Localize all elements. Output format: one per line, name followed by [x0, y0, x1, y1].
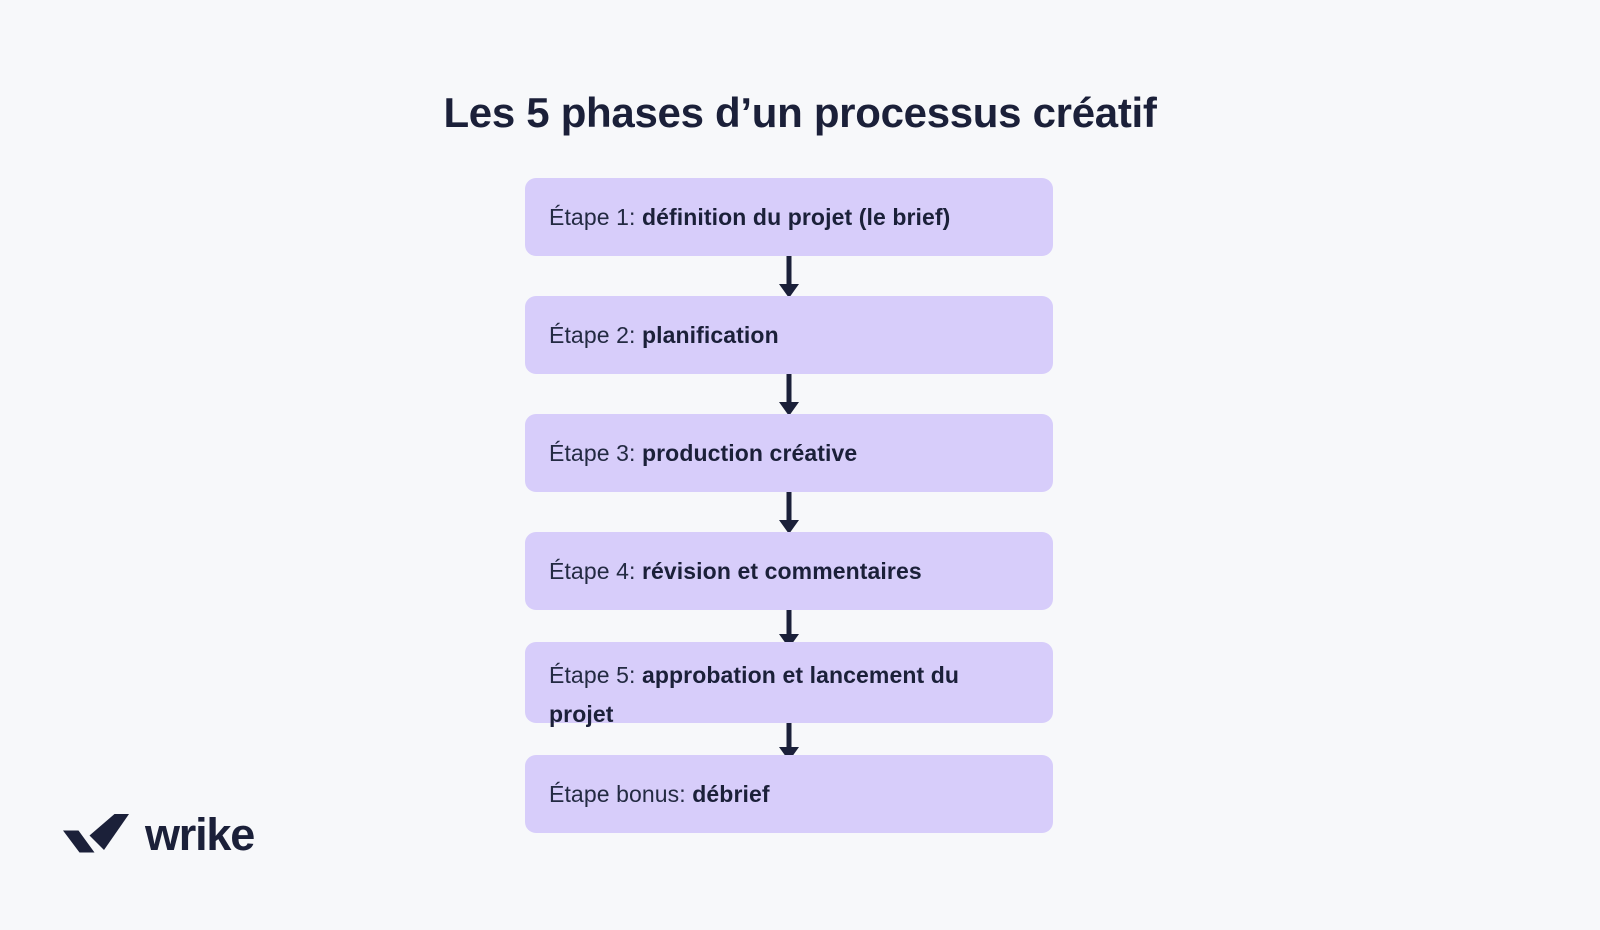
flow-step-bonus-label: Étape bonus: — [549, 780, 693, 807]
flow-step-bonus-value: débrief — [692, 780, 770, 807]
wrike-checkmark-logo-icon — [63, 814, 129, 853]
arrow-down-icon — [779, 402, 799, 416]
flow-step-5-text: Étape 5: approbation et lancement du pro… — [549, 656, 1029, 734]
arrow-stem — [786, 254, 792, 288]
flow-step-1-value: définition du projet (le brief) — [641, 203, 951, 230]
page-title: Les 5 phases d’un processus créatif — [443, 89, 1157, 137]
flow-step-3-text: Étape 3: production créative — [549, 434, 857, 473]
flow-step-2-text: Étape 2: planification — [549, 316, 779, 355]
flow-step-5-label: Étape 5: — [549, 662, 642, 688]
wrike-wordmark: wrike — [145, 808, 255, 860]
arrow-stem — [786, 608, 792, 638]
flow-step-2-value: planification — [641, 321, 779, 348]
flow-arrow-2 — [525, 372, 1053, 416]
flow-step-2: Étape 2: planification — [525, 296, 1053, 374]
wrike-logo: wrike — [63, 808, 255, 860]
process-flow: Étape 1: définition du projet (le brief)… — [525, 178, 1053, 833]
flow-step-2-label: Étape 2: — [549, 321, 642, 348]
flow-step-1: Étape 1: définition du projet (le brief) — [525, 178, 1053, 256]
flow-step-3-value: production créative — [641, 439, 858, 466]
arrow-down-icon — [779, 520, 799, 534]
flow-step-5-value: approbation et lancement du projet — [549, 662, 960, 727]
flow-arrow-3 — [525, 490, 1053, 534]
flow-step-4: Étape 4: révision et commentaires — [525, 532, 1053, 610]
arrow-down-icon — [779, 284, 799, 298]
flow-step-4-label: Étape 4: — [549, 557, 642, 584]
flow-step-3: Étape 3: production créative — [525, 414, 1053, 492]
arrow-stem — [786, 721, 792, 751]
flow-step-bonus-text: Étape bonus: débrief — [549, 775, 770, 814]
flow-step-5: Étape 5: approbation et lancement du pro… — [525, 642, 1053, 727]
flow-arrow-4 — [525, 608, 1053, 648]
flow-step-3-label: Étape 3: — [549, 439, 642, 466]
flow-step-4-text: Étape 4: révision et commentaires — [549, 552, 922, 591]
arrow-stem — [786, 490, 792, 524]
flow-step-1-text: Étape 1: définition du projet (le brief) — [549, 198, 950, 237]
flow-step-1-label: Étape 1: — [549, 203, 642, 230]
arrow-stem — [786, 372, 792, 406]
flow-arrow-1 — [525, 254, 1053, 298]
flow-step-4-value: révision et commentaires — [641, 557, 922, 584]
flow-step-bonus: Étape bonus: débrief — [525, 755, 1053, 833]
